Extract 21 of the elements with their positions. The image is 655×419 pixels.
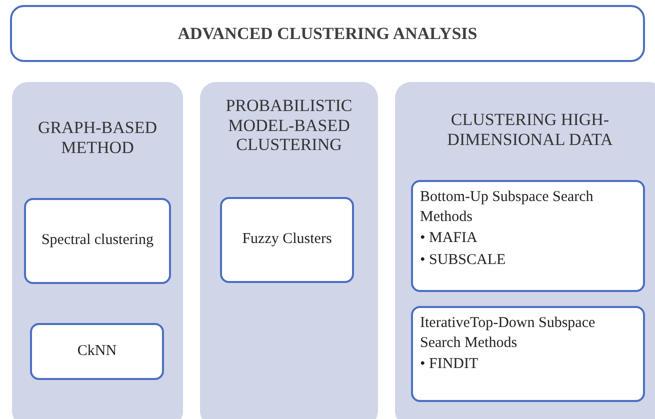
method-box — [30, 323, 164, 380]
method-label: ADVANCED CLUSTERING ANALYSIS — [178, 24, 478, 44]
list-item: • MAFIA — [420, 229, 478, 248]
method-label: Fuzzy Clusters — [242, 230, 332, 250]
category-panel — [12, 82, 183, 419]
method-heading: Bottom-Up Subspace Search Methods — [420, 188, 594, 226]
list-item: • FINDIT — [420, 355, 478, 374]
category-heading: CLUSTERING HIGH-DIMENSIONAL DATA — [446, 110, 614, 150]
method-label: CkNN — [77, 342, 117, 361]
category-heading: GRAPH-BASED METHOD — [36, 118, 158, 158]
method-box — [220, 197, 354, 283]
title-box — [10, 5, 645, 62]
category-panel — [200, 82, 378, 419]
method-box — [411, 306, 645, 402]
method-box — [24, 198, 171, 284]
method-box — [411, 180, 645, 292]
method-label: Spectral clustering — [41, 231, 154, 250]
category-panel — [395, 82, 655, 419]
category-heading: PROBABILISTIC MODEL-BASED CLUSTERING — [224, 96, 354, 155]
list-item: • SUBSCALE — [420, 250, 506, 270]
method-heading: IterativeTop-Down Subspace Search Methods — [420, 314, 596, 352]
